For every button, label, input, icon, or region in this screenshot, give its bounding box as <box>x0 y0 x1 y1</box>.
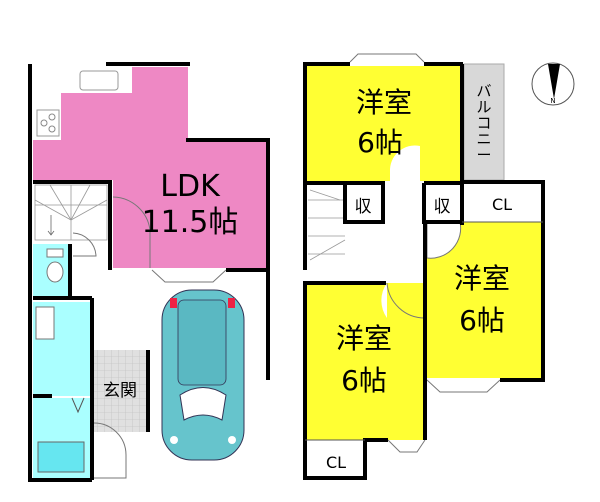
storage-2: 収 <box>434 197 451 217</box>
toilet-icon <box>46 261 64 283</box>
balcony-label: ル <box>476 98 491 116</box>
stove-icon <box>36 109 60 137</box>
western-room-left <box>307 283 425 440</box>
ldk-label: LDK <box>160 169 221 204</box>
car-icon <box>161 289 245 461</box>
ldk-room <box>33 67 268 268</box>
balcony <box>463 63 505 181</box>
entrance-label: 玄関 <box>103 381 137 401</box>
balcony-label: ニ <box>476 130 491 148</box>
entrance <box>93 350 148 432</box>
balcony-label: バ <box>476 82 491 100</box>
room-right-size: 6帖 <box>459 304 505 337</box>
balcony-label: ー <box>476 146 491 164</box>
closet-left: CL <box>326 453 346 472</box>
western-room-top <box>307 66 462 181</box>
first-floor: 玄関 LDK 11.5帖 <box>28 62 270 482</box>
walls-floor2 <box>303 62 545 480</box>
room-top-size: 6帖 <box>357 126 403 159</box>
walls-floor1 <box>28 62 270 482</box>
second-floor: バ ル コ ニ ー <box>303 53 545 480</box>
room-top-label: 洋室 <box>356 86 412 119</box>
sink-icon <box>79 70 119 91</box>
stairs-floor2 <box>308 189 346 261</box>
balcony-label: コ <box>476 114 491 132</box>
storage-1: 収 <box>355 197 372 217</box>
bathtub-icon <box>37 441 85 473</box>
stairs <box>34 184 108 241</box>
ldk-size: 11.5帖 <box>142 205 239 240</box>
compass-north-label: N <box>550 97 555 105</box>
washbasin-icon <box>35 306 55 340</box>
room-right-label: 洋室 <box>454 262 510 295</box>
compass-icon: N <box>531 62 575 106</box>
room-left-label: 洋室 <box>336 322 392 355</box>
closet-right: CL <box>492 195 512 214</box>
room-left-size: 6帖 <box>341 364 387 397</box>
